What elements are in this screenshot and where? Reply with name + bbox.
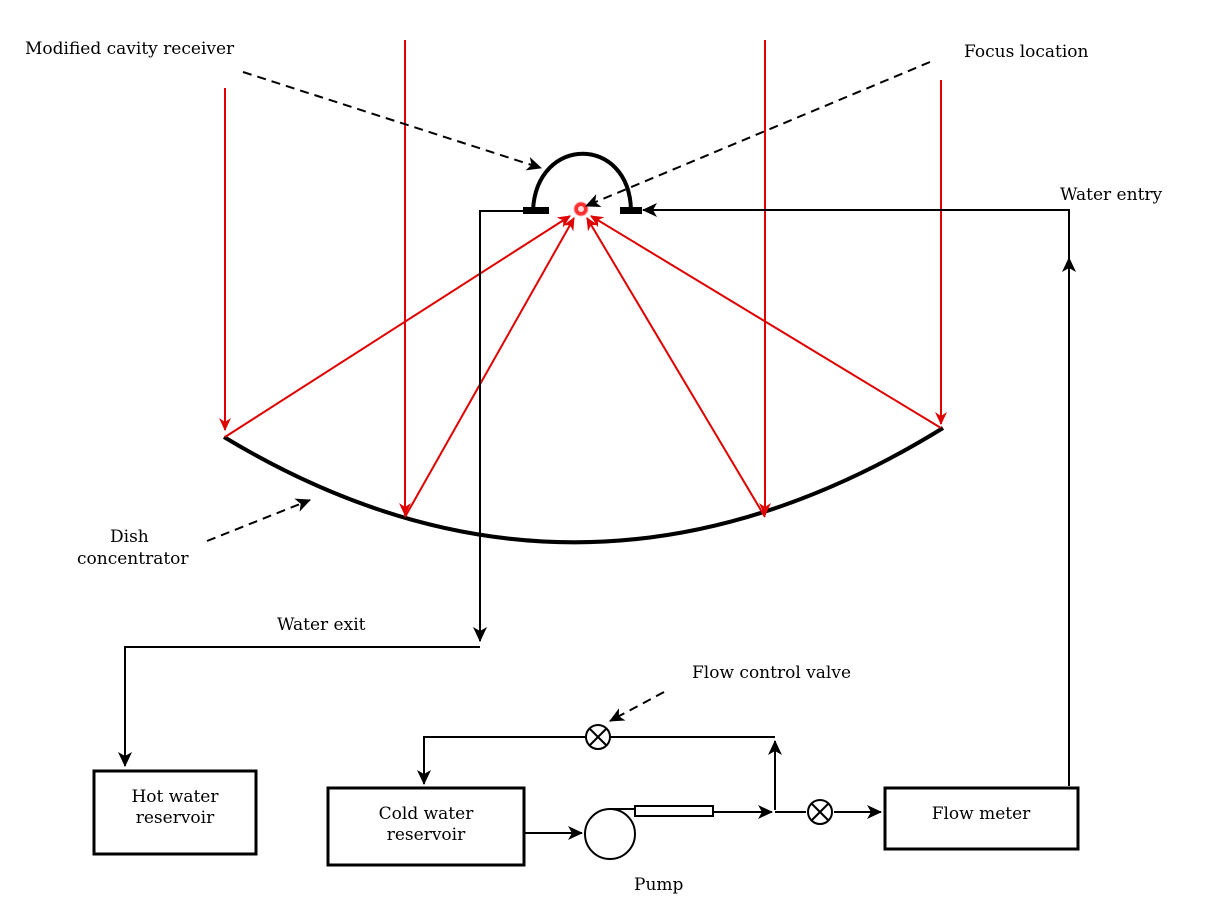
cold-water-reservoir-box — [326, 786, 526, 867]
label-pointers — [206, 61, 931, 722]
hot-water-pipe — [118, 646, 480, 767]
dish-label-line1: Dish — [110, 527, 149, 547]
focus-point-core — [578, 206, 584, 212]
receiver-pointer — [242, 71, 542, 171]
focus-location-label: Focus location — [964, 42, 1089, 62]
flow-control-valve-main — [807, 799, 833, 825]
water-exit-pipe — [473, 210, 523, 642]
reflected-ray-1 — [224, 215, 571, 438]
reflected-ray-4 — [590, 215, 942, 429]
receiver-flange-left — [523, 207, 549, 214]
hot-water-label-line1: Hot water — [131, 787, 219, 807]
flow-meter-box — [883, 786, 1080, 851]
reflected-rays — [224, 215, 942, 518]
reflected-ray-2 — [404, 217, 575, 518]
flow-meter-label: Flow meter — [932, 804, 1031, 824]
water-entry-pipe — [642, 203, 1070, 262]
valve-pointer — [609, 691, 665, 722]
reflected-ray-3 — [586, 217, 766, 518]
flow-control-valve-label: Flow control valve — [692, 663, 851, 683]
cavity-receiver-dome — [531, 151, 633, 211]
bypass-return-pipe — [417, 736, 775, 785]
hot-water-reservoir-box — [92, 769, 258, 856]
dish-label-line2: concentrator — [77, 549, 189, 569]
pump-label: Pump — [634, 875, 684, 895]
incoming-rays — [219, 40, 947, 516]
focus-pointer — [585, 61, 931, 208]
receiver-flange-right — [620, 207, 642, 214]
hot-water-label-line2: reservoir — [136, 808, 215, 828]
dish-concentrator-curve — [222, 426, 945, 545]
cold-water-label-line1: Cold water — [379, 804, 475, 824]
water-entry-label: Water entry — [1060, 185, 1163, 205]
pump-outlet-tube — [634, 805, 714, 817]
flow-control-valve-bypass — [585, 724, 611, 750]
cold-water-label-line2: reservoir — [387, 825, 466, 845]
modified-cavity-receiver-label: Modified cavity receiver — [25, 39, 235, 59]
water-piping — [118, 203, 1076, 840]
pump-symbol — [584, 805, 714, 860]
water-exit-label: Water exit — [277, 615, 366, 635]
dish-pointer — [206, 498, 311, 542]
